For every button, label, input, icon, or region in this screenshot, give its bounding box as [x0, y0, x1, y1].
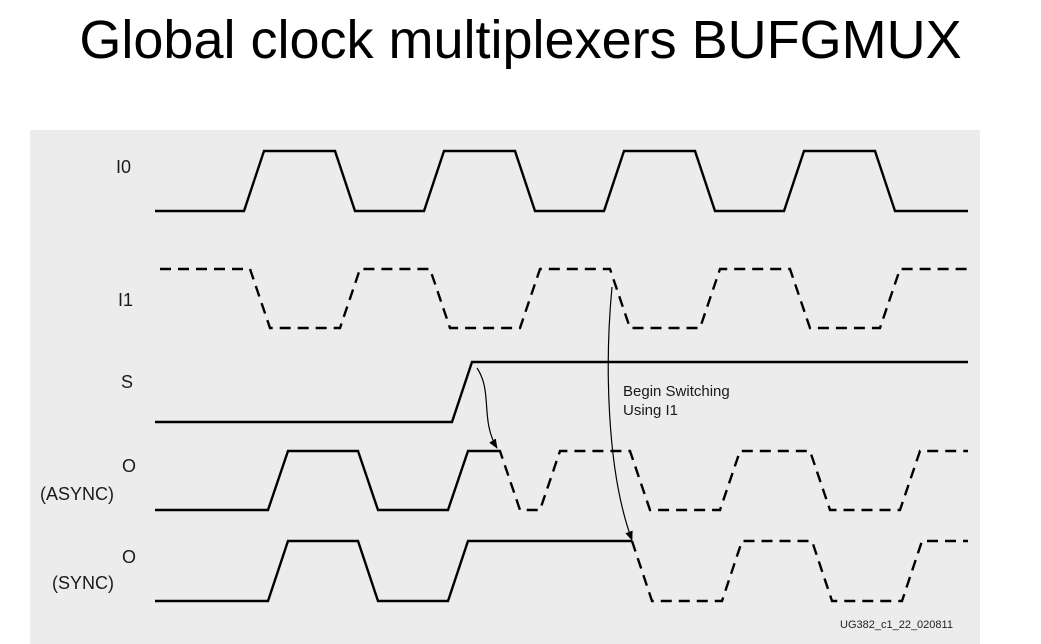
signal-label-o-async: O: [122, 456, 136, 476]
waveform-i1: [160, 267, 968, 330]
annotation-using-i1: Using I1: [623, 402, 678, 419]
waveform-i0: [155, 149, 968, 213]
figure-id: UG382_c1_22_020811: [840, 619, 953, 631]
signal-label-s: S: [121, 372, 133, 392]
waveform-o-async-i0: [155, 449, 497, 512]
signal-label-o-sync: O: [122, 547, 136, 567]
arrow-select-to-async-switch: [476, 367, 498, 449]
arrow-i1-to-sync-switch: [607, 286, 633, 541]
signal-label-i1: I1: [118, 290, 133, 310]
annotation-begin-switching: Begin Switching: [623, 383, 730, 400]
signal-label-o-sync-mode: (SYNC): [52, 573, 114, 593]
timing-diagram-background: [30, 130, 980, 644]
waveform-o-sync-i1: [630, 539, 968, 603]
signal-label-i0: I0: [116, 157, 131, 177]
waveform-o-sync-i0: [155, 539, 632, 603]
signal-label-o-async-mode: (ASYNC): [40, 484, 114, 504]
page-title: Global clock multiplexers BUFGMUX: [79, 10, 962, 70]
waveform-o-async-i1: [497, 449, 968, 512]
waveform-s: [155, 360, 968, 424]
